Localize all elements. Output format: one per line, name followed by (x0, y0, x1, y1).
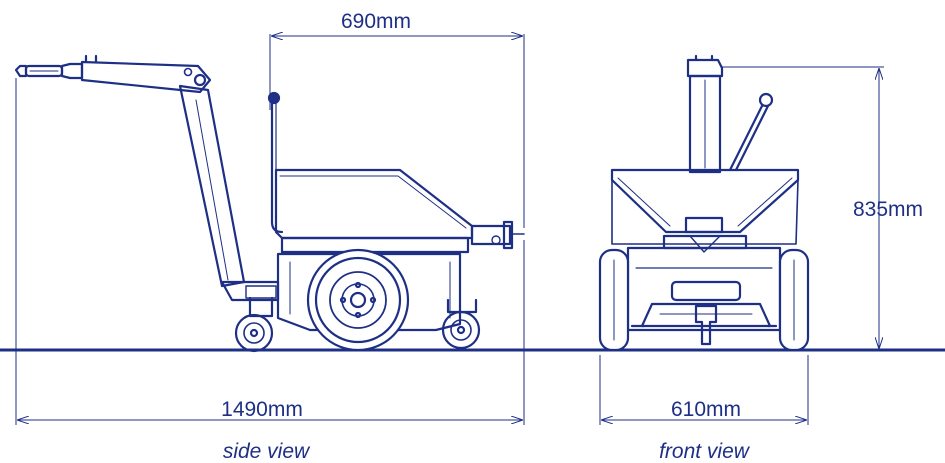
dimension-label-610: 610mm (671, 398, 741, 421)
dimension-label-1490: 1490mm (221, 398, 303, 421)
caption-side-view: side view (223, 440, 311, 463)
side-view-machine (14, 54, 525, 353)
dimension-label-690: 690mm (341, 10, 411, 33)
dimension-lines (15, 34, 884, 425)
front-view-machine (598, 54, 810, 352)
caption-front-view: front view (659, 440, 751, 463)
dimension-label-835: 835mm (853, 198, 923, 221)
